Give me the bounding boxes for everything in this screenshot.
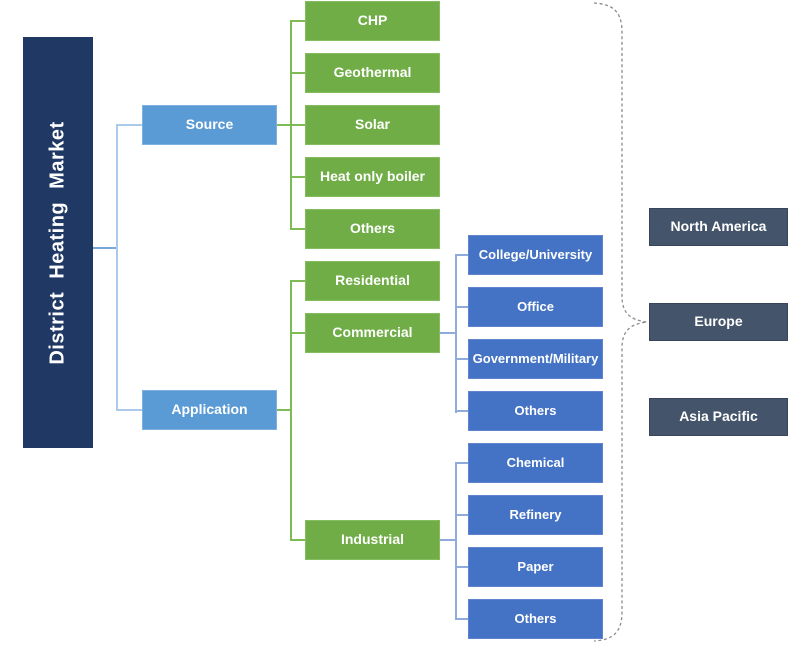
connector-stub-refinery xyxy=(457,514,468,516)
node-paper: Paper xyxy=(468,547,603,587)
node-government-military: Government/Military xyxy=(468,339,603,379)
connector-commercial-out xyxy=(440,332,457,334)
connector-commercial-bracket xyxy=(455,254,457,413)
connector-stub-college xyxy=(457,254,468,256)
connector-stub-industrial xyxy=(292,539,305,541)
connector-stub-paper xyxy=(457,566,468,568)
node-chp: CHP xyxy=(305,1,440,41)
connector-application-out xyxy=(277,409,291,411)
connector-stub-chp xyxy=(292,20,305,22)
node-commercial: Commercial xyxy=(305,313,440,353)
connector-source-out xyxy=(277,124,291,126)
connector-root-stub xyxy=(93,247,117,249)
connector-industrial-bracket xyxy=(455,462,457,620)
connector-stub-commercial-others xyxy=(457,410,468,412)
node-heat-only-boiler: Heat only boiler xyxy=(305,157,440,197)
connector-stub-geothermal xyxy=(292,72,305,74)
connector-industrial-out xyxy=(440,539,457,541)
root-label: District Heating Market xyxy=(47,120,69,365)
node-commercial-others: Others xyxy=(468,391,603,431)
node-application: Application xyxy=(142,390,277,430)
connector-application-bracket xyxy=(290,280,292,541)
connector-to-source xyxy=(118,124,142,126)
connector-stub-government xyxy=(457,358,468,360)
connector-stub-chemical xyxy=(457,462,468,464)
node-europe: Europe xyxy=(649,303,788,341)
node-north-america: North America xyxy=(649,208,788,246)
connector-stub-heat-only-boiler xyxy=(292,176,305,178)
node-chemical: Chemical xyxy=(468,443,603,483)
node-residential: Residential xyxy=(305,261,440,301)
root-node: District Heating Market xyxy=(23,37,93,448)
node-industrial: Industrial xyxy=(305,520,440,560)
node-industrial-others: Others xyxy=(468,599,603,639)
node-solar: Solar xyxy=(305,105,440,145)
connector-source-bracket xyxy=(290,20,292,230)
connector-stub-commercial xyxy=(292,332,305,334)
node-college-university: College/University xyxy=(468,235,603,275)
connector-root-vertical xyxy=(116,124,118,411)
node-asia-pacific: Asia Pacific xyxy=(649,398,788,436)
node-refinery: Refinery xyxy=(468,495,603,535)
node-office: Office xyxy=(468,287,603,327)
connector-stub-industrial-others xyxy=(457,618,468,620)
node-source: Source xyxy=(142,105,277,145)
node-source-others: Others xyxy=(305,209,440,249)
connector-to-application xyxy=(118,409,142,411)
connector-stub-solar xyxy=(292,124,305,126)
connector-stub-source-others xyxy=(292,228,305,230)
node-geothermal: Geothermal xyxy=(305,53,440,93)
connector-stub-office xyxy=(457,306,468,308)
connector-stub-residential xyxy=(292,280,305,282)
